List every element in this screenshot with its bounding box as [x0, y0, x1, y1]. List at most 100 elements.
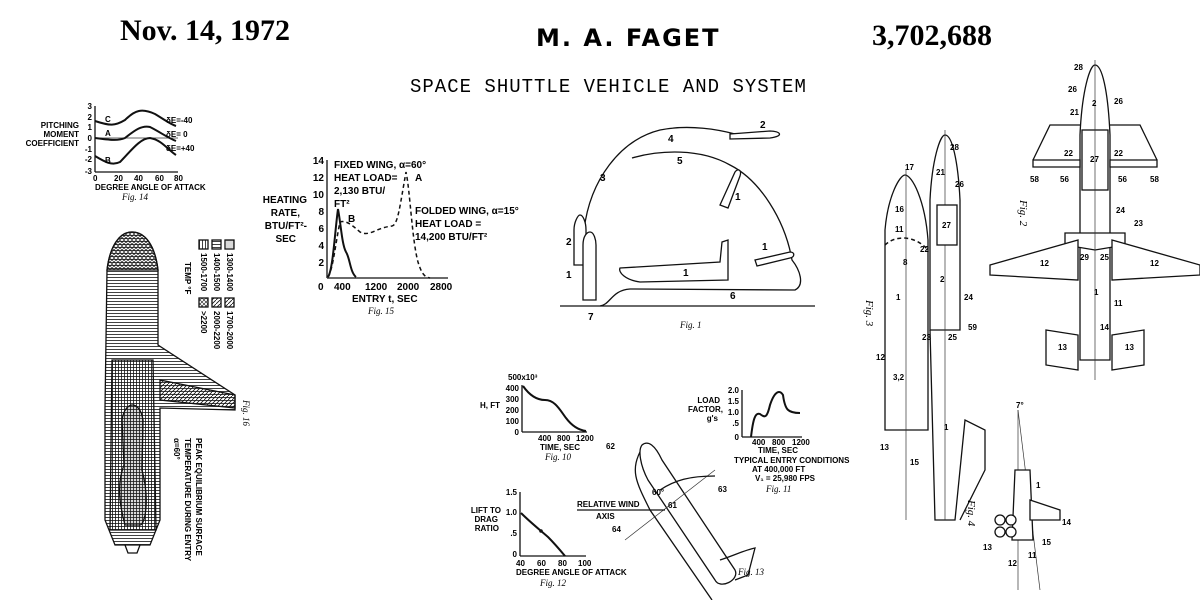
tick: 0 [318, 282, 324, 293]
fig2-top-view: 28 26 26 21 2 27 22 22 58 56 56 58 24 23… [989, 60, 1200, 380]
legend-item: 1700-2000 [225, 311, 234, 350]
ref-numeral: 11 [1114, 299, 1123, 308]
figure-caption: Fig. 11 [765, 484, 791, 494]
y-axis-label: PITCHING [41, 121, 79, 130]
ref-numeral: 14 [1062, 518, 1071, 527]
tick: 4 [318, 241, 324, 252]
figure-note: PEAK EQUILIBRIUM SURFACE [194, 438, 203, 556]
tick: 80 [558, 559, 567, 568]
legend-title: TEMP °F [183, 262, 192, 295]
ref-numeral: 22 [1064, 149, 1073, 158]
tick: 800 [772, 438, 786, 447]
tick: 1.0 [506, 508, 518, 517]
ref-numeral: 13 [1058, 343, 1067, 352]
figure-caption: Fig. 4 [965, 499, 977, 527]
annotation: HEAT LOAD = [415, 219, 481, 230]
y-axis-label: HEATING [263, 195, 307, 206]
ref-numeral: 64 [612, 525, 621, 534]
ref-numeral: 13 [880, 443, 889, 452]
tick: 1.0 [728, 408, 740, 417]
ref-numeral: 12 [1008, 559, 1017, 568]
point-label: B [348, 214, 355, 225]
figure-caption: Fig. 2 [1017, 199, 1029, 227]
ref-numeral: 3,2 [893, 373, 905, 382]
ref-numeral: 12 [876, 353, 885, 362]
conditions-text: AT 400,000 FT [752, 465, 805, 474]
tick: 0 [515, 428, 520, 437]
figure-caption: Fig. 12 [539, 578, 566, 588]
figure-caption: Fig. 15 [367, 306, 394, 316]
inventor-name: M. A. FAGET [536, 24, 721, 52]
ref-numeral: 2 [566, 237, 572, 248]
tick: 14 [313, 156, 325, 167]
curve-label: A [105, 129, 111, 138]
tick: -1 [85, 145, 93, 154]
ref-numeral: 26 [955, 180, 964, 189]
fig15-heating-rate-plot: 14 12 10 8 6 4 2 0 400 1200 2000 2800 EN… [263, 156, 519, 316]
tick: 1 [88, 123, 93, 132]
ref-numeral: 4 [668, 134, 674, 145]
ref-numeral: 13 [1125, 343, 1134, 352]
fig1-mission-profile: 1 2 3 4 5 6 7 1 2 1 1 Fig. 1 [560, 120, 815, 330]
y-axis-label: BTU/FT²- [265, 221, 307, 232]
ref-numeral: 1 [762, 242, 768, 253]
ref-numeral: 1 [944, 423, 949, 432]
figure-caption: Fig. 3 [863, 299, 875, 327]
ref-numeral: 2 [1092, 99, 1097, 108]
tick: 6 [318, 224, 324, 235]
ref-numeral: 25 [1100, 253, 1109, 262]
y-axis-label: LIFT TO [471, 506, 501, 515]
fig16-temperature-distribution: TEMP °F >2200 2000-2200 1700-2000 1500-1… [104, 231, 251, 562]
ref-numeral: 16 [895, 205, 904, 214]
figure-caption: Fig. 10 [544, 452, 571, 462]
ref-numeral: 27 [942, 221, 951, 230]
tick: 200 [506, 406, 520, 415]
figure-caption: Fig. 16 [241, 399, 251, 426]
fig14-pitching-moment-plot: 3 2 1 0 -1 -2 -3 0 20 40 60 80 DEGREE AN… [26, 102, 206, 202]
ref-numeral: 2 [940, 275, 945, 284]
ref-numeral: 23 [1134, 219, 1143, 228]
tick: 100 [578, 559, 592, 568]
tick: 60 [155, 174, 164, 183]
conditions-text: TYPICAL ENTRY CONDITIONS [734, 456, 850, 465]
tick: 60 [537, 559, 546, 568]
ref-numeral: 21 [1070, 108, 1079, 117]
ref-numeral: 29 [1080, 253, 1089, 262]
x-axis-label: DEGREE ANGLE OF ATTACK [516, 568, 627, 577]
annotation: FIXED WING, α=60° [334, 160, 426, 171]
series-label: δE=+40 [166, 144, 195, 153]
figure-note: TEMPERATURE DURING ENTRY [183, 438, 192, 562]
tick: 80 [174, 174, 183, 183]
tick: 400 [506, 384, 520, 393]
tick: 400 [334, 282, 351, 293]
ref-numeral: 1 [566, 270, 572, 281]
tick: 2 [318, 258, 324, 269]
figure-caption: Fig. 1 [679, 320, 702, 330]
ref-numeral: 5 [677, 156, 683, 167]
ref-numeral: 22 [1114, 149, 1123, 158]
tick: .5 [510, 529, 517, 538]
annotation: 2,130 BTU/ [334, 186, 385, 197]
wind-axis-label: RELATIVE WIND [577, 500, 640, 509]
figure-note: α=60° [172, 438, 181, 460]
annotation: 14,200 BTU/FT² [415, 232, 488, 243]
x-axis-label: ENTRY t, SEC [352, 294, 418, 305]
legend-item: 2000-2200 [212, 311, 221, 350]
ref-numeral: 24 [964, 293, 973, 302]
tick: 1200 [792, 438, 810, 447]
tick: 1200 [576, 434, 594, 443]
series-label: δE=-40 [166, 116, 193, 125]
curve-label: B [105, 156, 111, 165]
fig11-load-factor-plot: 2.0 1.5 1.0 .5 0 400 800 1200 TIME, SEC … [688, 386, 850, 494]
tick: -2 [85, 155, 93, 164]
ref-numeral: 12 [1040, 259, 1049, 268]
y-axis-label: LOAD [697, 396, 720, 405]
curve-label: C [105, 115, 111, 124]
ref-numeral: 1 [683, 268, 689, 279]
patent-date: Nov. 14, 1972 [120, 14, 290, 47]
legend-item: 1500-1700 [199, 253, 208, 292]
ref-numeral: 56 [1060, 175, 1069, 184]
ref-numeral: 6 [730, 291, 736, 302]
ref-numeral: 61 [668, 501, 677, 510]
tick: 12 [313, 173, 325, 184]
